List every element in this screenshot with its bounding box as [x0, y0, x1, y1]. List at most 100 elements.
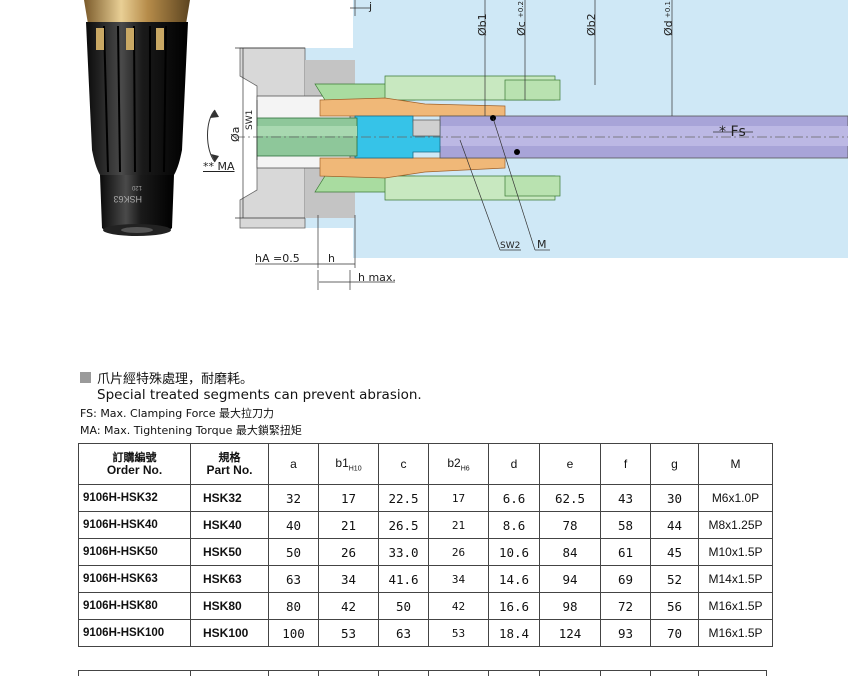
label-ma: ** MA	[203, 160, 235, 173]
cell-b2: 17	[428, 484, 489, 512]
cell-a: 50	[268, 538, 319, 566]
cell-b2: 42	[428, 592, 489, 620]
cell-m: M8x1.25P	[698, 511, 773, 539]
section-view	[207, 0, 848, 290]
cell-part: HSK50	[190, 538, 269, 566]
note-ma: MA: Max. Tightening Torque 最大鎖緊扭矩	[80, 424, 302, 437]
photo-engraving-2: 120	[131, 184, 142, 190]
cell-g: 56	[650, 592, 699, 620]
cell-b1: 21	[318, 511, 379, 539]
cell-b2: 53	[428, 619, 489, 647]
cell-e: 84	[539, 538, 601, 566]
col-m: M	[698, 443, 773, 485]
cell-e: 62.5	[539, 484, 601, 512]
cell-c: 50	[378, 592, 429, 620]
cell-part: HSK32	[190, 484, 269, 512]
cell-part: HSK80	[190, 592, 269, 620]
cell-g: 52	[650, 565, 699, 593]
cell-a: 32	[268, 484, 319, 512]
cell-part: HSK63	[190, 565, 269, 593]
dim-hmax: h max.	[358, 271, 396, 284]
cell-b2: 26	[428, 538, 489, 566]
col-c: c	[378, 443, 429, 485]
cell-m: M16x1.5P	[698, 592, 773, 620]
cell-c: 33.0	[378, 538, 429, 566]
label-m: M	[537, 238, 547, 251]
dim-sw1: SW1	[245, 109, 255, 130]
dim-ha: hA =0.5	[255, 252, 300, 265]
bullet-square-icon	[80, 371, 91, 383]
label-sw2: SW2	[500, 241, 521, 251]
cell-f: 61	[600, 538, 651, 566]
cell-m: M6x1.0P	[698, 484, 773, 512]
cell-part: HSK100	[190, 619, 269, 647]
cell-a: 63	[268, 565, 319, 593]
cell-g: 30	[650, 484, 699, 512]
cell-b1: 42	[318, 592, 379, 620]
cell-b2: 21	[428, 511, 489, 539]
cell-c: 26.5	[378, 511, 429, 539]
cell-a: 100	[268, 619, 319, 647]
note-cn-text: 爪片經特殊處理，耐磨耗。	[97, 371, 254, 387]
col-a: a	[268, 443, 319, 485]
cell-g: 45	[650, 538, 699, 566]
col-g: g	[650, 443, 699, 485]
col-d: d	[488, 443, 540, 485]
col-e: e	[539, 443, 601, 485]
dim-d: Ød	[662, 20, 675, 36]
cell-d: 14.6	[488, 565, 540, 593]
cell-f: 72	[600, 592, 651, 620]
cell-order: 9106H-HSK80	[78, 592, 191, 620]
note-en-line: Special treated segments can prevent abr…	[97, 387, 422, 403]
dim-a: Øa	[229, 126, 242, 142]
cell-c: 22.5	[378, 484, 429, 512]
cell-d: 18.4	[488, 619, 540, 647]
cell-b1: 53	[318, 619, 379, 647]
cell-b1: 34	[318, 565, 379, 593]
cell-g: 44	[650, 511, 699, 539]
cell-a: 40	[268, 511, 319, 539]
cell-d: 16.6	[488, 592, 540, 620]
cell-order: 9106H-HSK32	[78, 484, 191, 512]
cell-part: HSK40	[190, 511, 269, 539]
dim-c: Øc	[515, 21, 528, 36]
cell-order: 9106H-HSK50	[78, 538, 191, 566]
cell-b1: 26	[318, 538, 379, 566]
cell-c: 63	[378, 619, 429, 647]
cell-e: 94	[539, 565, 601, 593]
photo-engraving: HSK63	[113, 194, 142, 204]
cell-m: M14x1.5P	[698, 565, 773, 593]
cell-f: 69	[600, 565, 651, 593]
notes: 爪片經特殊處理，耐磨耗。 Special treated segments ca…	[80, 368, 780, 439]
col-b1: b1H10	[318, 443, 379, 485]
cell-order: 9106H-HSK100	[78, 619, 191, 647]
cell-order: 9106H-HSK40	[78, 511, 191, 539]
label-fs: * Fs	[719, 124, 746, 140]
cell-c: 41.6	[378, 565, 429, 593]
cell-e: 78	[539, 511, 601, 539]
cell-a: 80	[268, 592, 319, 620]
dim-b1: Øb1	[476, 13, 489, 36]
cell-m: M10x1.5P	[698, 538, 773, 566]
cell-m: M16x1.5P	[698, 619, 773, 647]
cell-e: 124	[539, 619, 601, 647]
dim-j: j	[369, 0, 373, 13]
dim-h: h	[328, 252, 335, 265]
cell-b2: 34	[428, 565, 489, 593]
cell-g: 70	[650, 619, 699, 647]
dim-b2: Øb2	[585, 13, 598, 36]
note-cn-line: 爪片經特殊處理，耐磨耗。	[80, 368, 780, 387]
cell-f: 58	[600, 511, 651, 539]
dim-c-tol: +0.2	[517, 1, 525, 18]
cell-d: 10.6	[488, 538, 540, 566]
cell-d: 6.6	[488, 484, 540, 512]
col-b2: b2H6	[428, 443, 489, 485]
